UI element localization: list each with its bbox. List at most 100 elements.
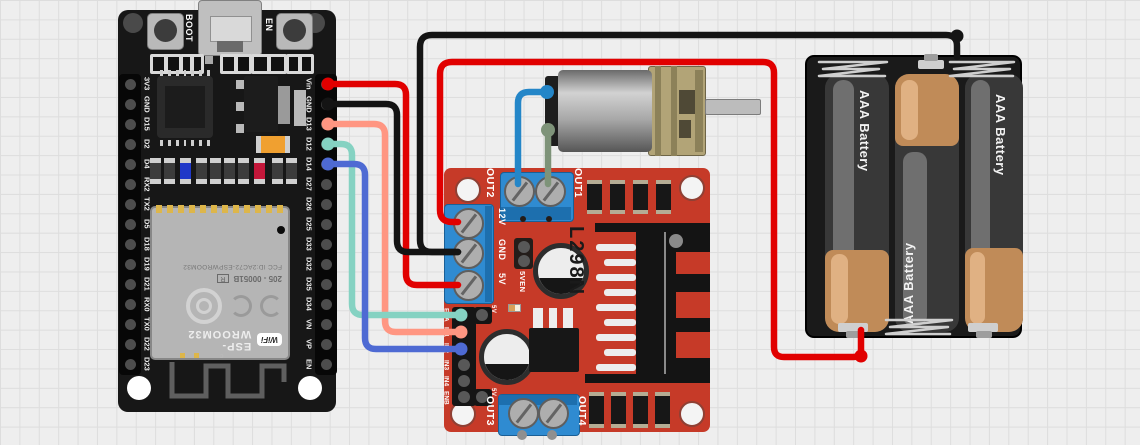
out4-screw[interactable] <box>538 398 569 429</box>
pin-hole[interactable] <box>124 258 136 270</box>
pin[interactable] <box>119 294 141 314</box>
pin[interactable] <box>315 274 337 294</box>
wire-junction-dot[interactable] <box>950 29 964 43</box>
pin-hole[interactable] <box>124 298 136 310</box>
diode <box>633 180 648 214</box>
pin-hole[interactable] <box>124 238 136 250</box>
pin-label-cell: Vin <box>302 74 316 94</box>
pin[interactable] <box>315 214 337 234</box>
pin-hole[interactable] <box>124 358 136 370</box>
pin[interactable] <box>119 114 141 134</box>
pin-hole[interactable] <box>320 258 332 270</box>
pin-connection-dot[interactable] <box>454 342 468 356</box>
pin-label-cell: TX2 <box>140 194 154 214</box>
wire-vin-5v[interactable] <box>324 80 462 289</box>
wire-battery-positive[interactable] <box>436 58 865 361</box>
pin-hole[interactable] <box>320 318 332 330</box>
pin[interactable] <box>119 174 141 194</box>
pin-connection-dot[interactable] <box>321 137 335 151</box>
pin[interactable] <box>119 354 141 374</box>
wire-d14-in2[interactable] <box>324 160 463 353</box>
pin-connection-dot[interactable] <box>454 325 468 339</box>
en-button[interactable] <box>276 13 313 50</box>
pin-connection-dot[interactable] <box>321 117 335 131</box>
pin-connection-dot[interactable] <box>321 97 335 111</box>
pin-hole[interactable] <box>320 178 332 190</box>
pin-hole[interactable] <box>320 238 332 250</box>
pin[interactable] <box>119 74 141 94</box>
pin[interactable] <box>119 94 141 114</box>
mount-hole <box>127 376 151 400</box>
jumper-pin[interactable] <box>517 255 530 267</box>
pin-hole[interactable] <box>124 78 136 90</box>
pin-label: D19 <box>142 257 152 271</box>
pin-hole[interactable] <box>320 218 332 230</box>
left-pin-strip[interactable] <box>119 74 141 375</box>
pin-hole[interactable] <box>320 298 332 310</box>
pin-hole[interactable] <box>124 138 136 150</box>
pin-hole[interactable] <box>124 218 136 230</box>
pin-hole[interactable] <box>124 158 136 170</box>
pin-hole[interactable] <box>124 98 136 110</box>
regulator-leg <box>549 308 557 330</box>
pin[interactable] <box>315 194 337 214</box>
pin-hole[interactable] <box>124 198 136 210</box>
pin[interactable] <box>119 154 141 174</box>
motor-terminal-dot[interactable] <box>540 85 554 99</box>
pin[interactable] <box>119 234 141 254</box>
pin-connection-dot[interactable] <box>321 77 335 91</box>
gnd-screw[interactable] <box>453 238 484 269</box>
wire-motor-1[interactable] <box>514 88 548 188</box>
pin[interactable] <box>315 234 337 254</box>
pin-connection-dot[interactable] <box>454 308 468 322</box>
enb-5v-pin[interactable] <box>476 391 488 403</box>
pin-hole[interactable] <box>124 318 136 330</box>
pin-hole[interactable] <box>124 278 136 290</box>
pin[interactable] <box>119 314 141 334</box>
pin-hole[interactable] <box>124 338 136 350</box>
wire-d13-in1[interactable] <box>324 120 463 336</box>
pin[interactable] <box>315 354 337 374</box>
dc-gearmotor[interactable] <box>545 66 765 156</box>
pin[interactable] <box>119 274 141 294</box>
pin[interactable] <box>119 254 141 274</box>
pin[interactable] <box>315 174 337 194</box>
motor-terminal-dot[interactable] <box>541 123 555 137</box>
wire-junction-dot[interactable] <box>854 349 868 363</box>
jumper-pin[interactable] <box>517 241 530 253</box>
pin-connection-dot[interactable] <box>321 157 335 171</box>
pin[interactable] <box>315 254 337 274</box>
pin-hole[interactable] <box>320 198 332 210</box>
pin-label-cell: D22 <box>140 334 154 354</box>
battery-contact-tab <box>924 54 938 61</box>
wire-battery-negative[interactable] <box>416 31 961 256</box>
pin-label-cell: D18 <box>140 234 154 254</box>
esp32-board[interactable]: BOOT EN <box>118 0 337 412</box>
wire-d12-ena[interactable] <box>324 140 463 319</box>
pin-hole[interactable] <box>320 338 332 350</box>
ena-5v-pin[interactable] <box>476 309 488 321</box>
battery-holder[interactable]: AAA Battery AAA Battery AAA Battery <box>805 54 1023 338</box>
pin[interactable] <box>119 194 141 214</box>
boot-button[interactable] <box>147 13 184 50</box>
pin-hole[interactable] <box>124 178 136 190</box>
pin[interactable] <box>315 314 337 334</box>
in4-pin[interactable] <box>458 375 470 387</box>
5ven-jumper[interactable] <box>514 238 533 269</box>
onboard-regulator <box>529 328 579 372</box>
pin-hole[interactable] <box>320 358 332 370</box>
in3-pin[interactable] <box>458 359 470 371</box>
pin[interactable] <box>119 134 141 154</box>
pin[interactable] <box>119 334 141 354</box>
enb-pin[interactable] <box>458 391 470 403</box>
pin[interactable] <box>119 214 141 234</box>
wire-gnd[interactable] <box>324 100 462 256</box>
pin-label: D35 <box>304 277 314 291</box>
pin[interactable] <box>315 334 337 354</box>
en-button-cap <box>283 19 306 42</box>
pin-hole[interactable] <box>320 278 332 290</box>
pin-hole[interactable] <box>124 118 136 130</box>
pin-label-cell: D19 <box>140 254 154 274</box>
pin[interactable] <box>315 294 337 314</box>
